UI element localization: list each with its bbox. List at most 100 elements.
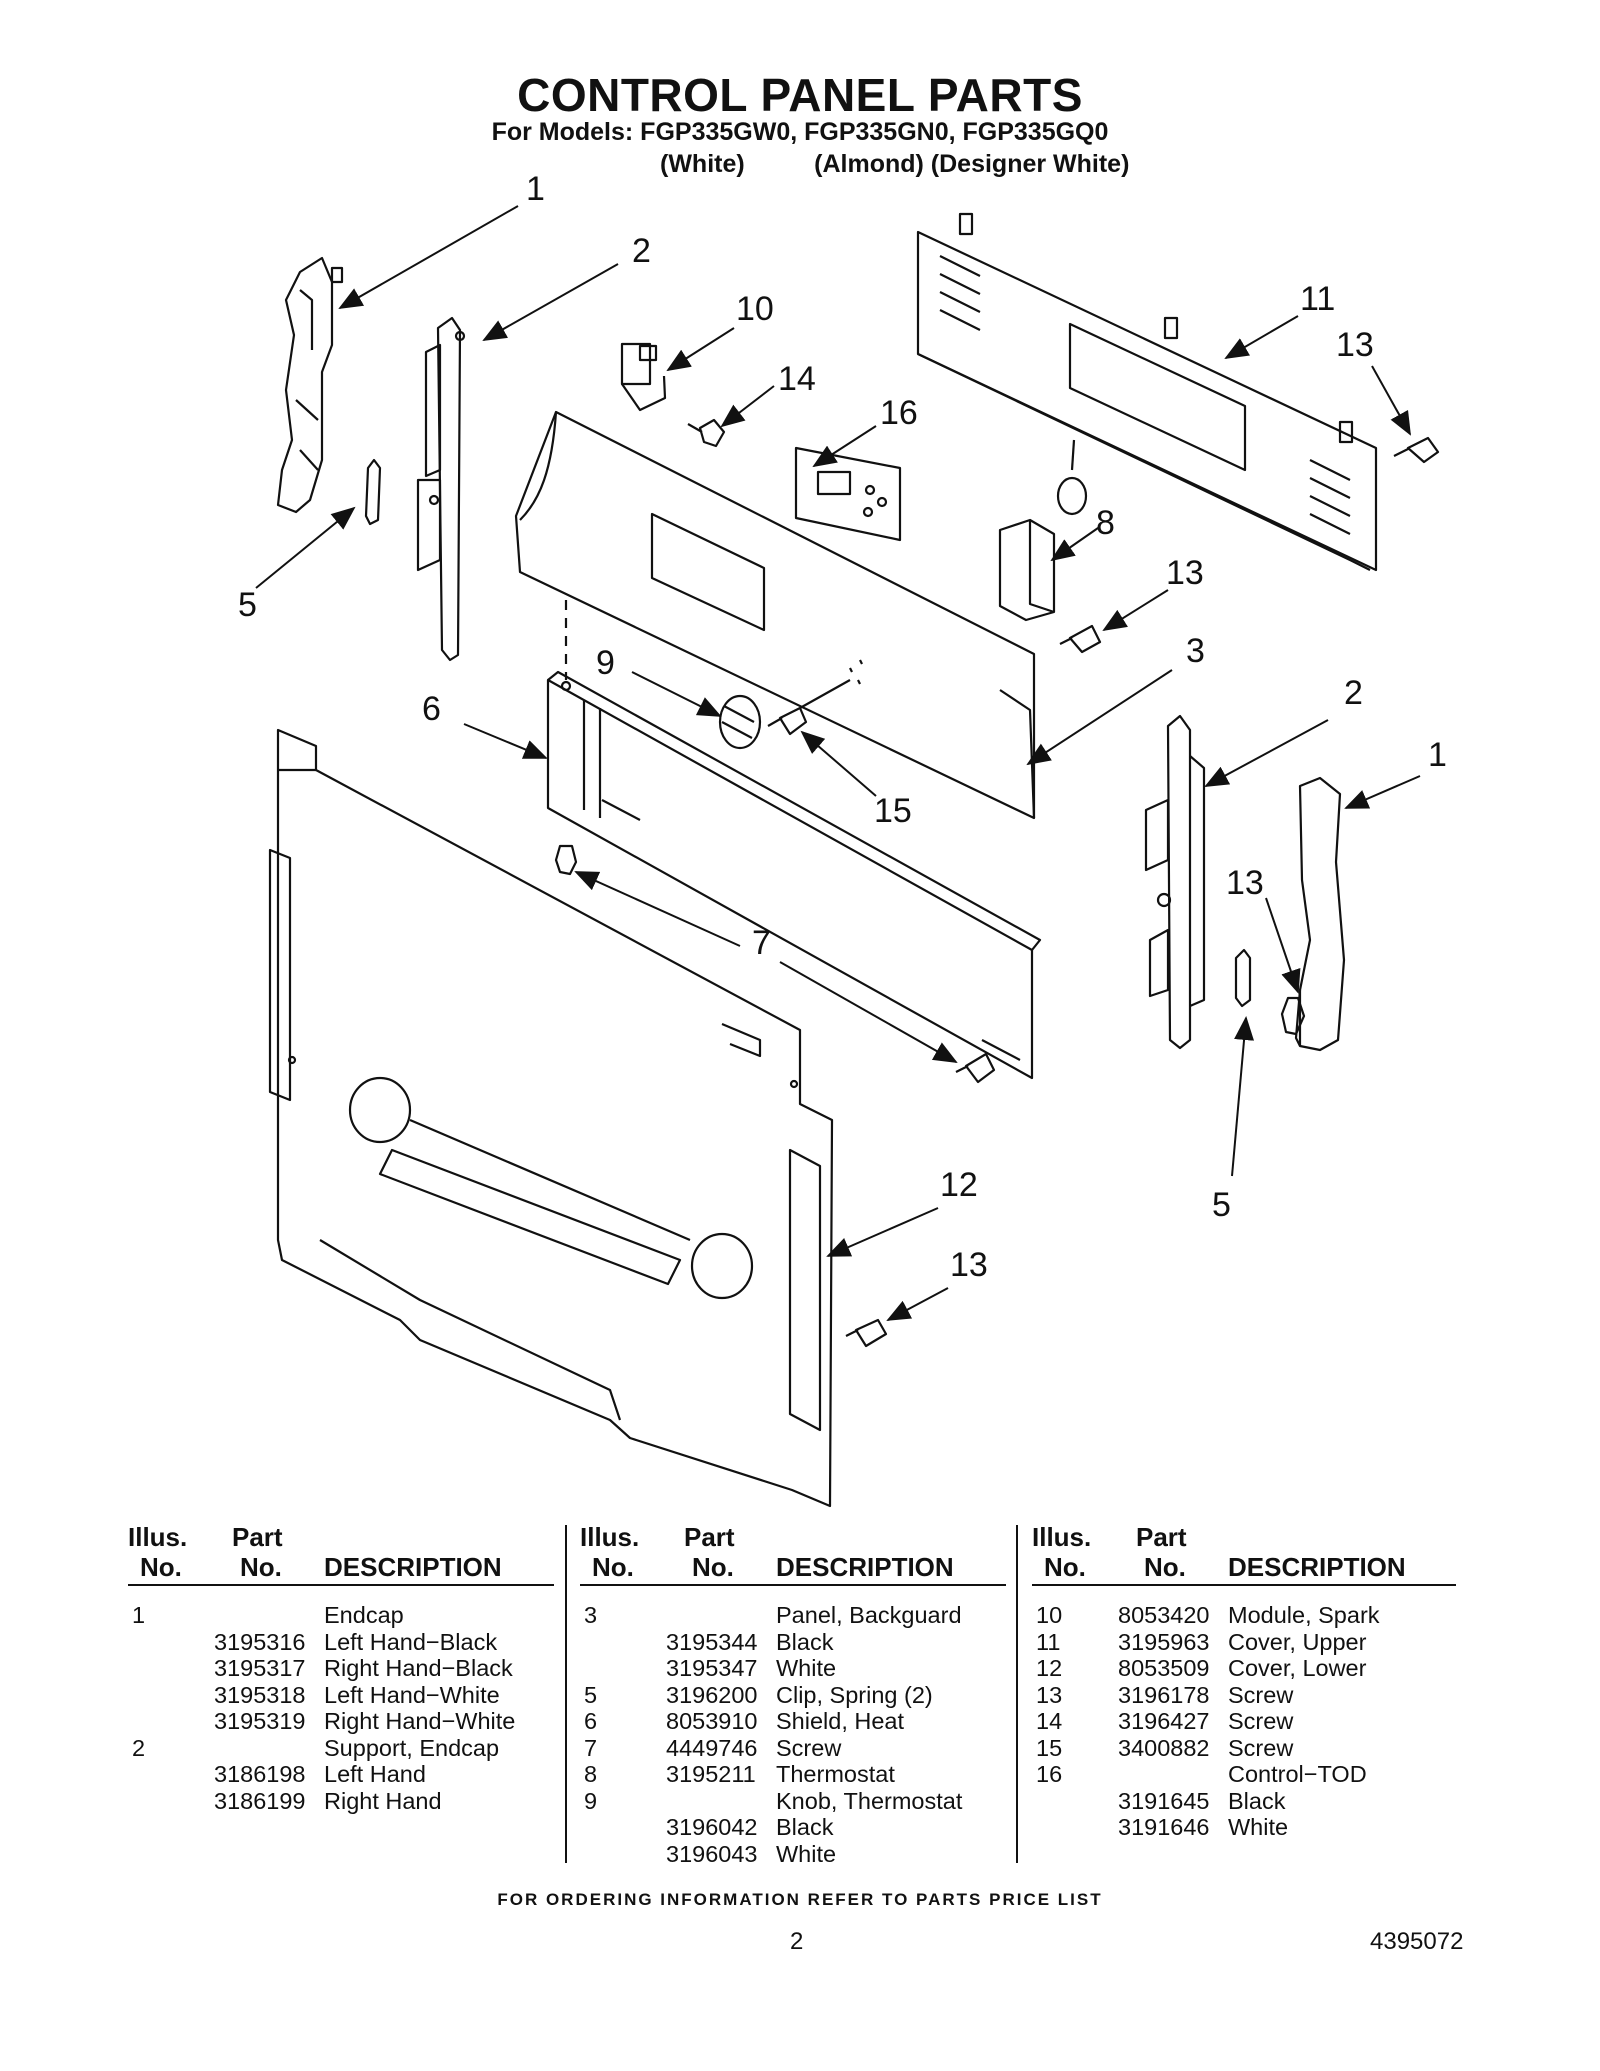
table-header: Illus. No. Part No. DESCRIPTION [128, 1522, 554, 1586]
table-row: 3 Panel, Backguard [580, 1602, 1006, 1629]
header-illus: Illus. [1032, 1522, 1092, 1552]
header-illus: Illus. [128, 1522, 188, 1552]
table-row: 10 8053420 Module, Spark [1032, 1602, 1456, 1629]
description: Support, Endcap [324, 1734, 500, 1761]
callout-12: 12 [940, 1166, 978, 1204]
illus-no: 10 [1036, 1602, 1063, 1628]
part-no: 3196427 [1118, 1708, 1210, 1734]
table-row: 3195347 White [580, 1655, 1006, 1682]
part-no: 3196042 [666, 1814, 758, 1840]
part-no: 3195963 [1118, 1628, 1210, 1655]
callout-7: 7 [752, 924, 771, 962]
header-part: Part [232, 1522, 283, 1552]
illus-no: 12 [1036, 1655, 1063, 1681]
description: Black [776, 1628, 834, 1655]
header-part: Part [1136, 1522, 1187, 1552]
description: Left Hand−White [324, 1681, 500, 1708]
part-no: 3186199 [214, 1787, 306, 1814]
exploded-parts-diagram: 1 2 10 14 16 11 13 8 13 5 3 9 6 2 1 15 1… [238, 170, 1447, 1508]
header-description: DESCRIPTION [324, 1552, 502, 1582]
description: Knob, Thermostat [776, 1787, 963, 1814]
thermostat-knob [718, 694, 762, 750]
description: Shield, Heat [776, 1708, 905, 1734]
callout-1: 1 [1428, 736, 1447, 774]
callout-16: 16 [880, 394, 918, 432]
illus-no: 15 [1036, 1734, 1063, 1761]
ordering-note: FOR ORDERING INFORMATION REFER TO PARTS … [497, 1890, 1103, 1909]
part-no: 8053509 [1118, 1655, 1210, 1681]
part-no: 8053420 [1118, 1602, 1210, 1628]
screw-13-b [1059, 624, 1102, 654]
header-illus-no: No. [140, 1552, 182, 1582]
callout-5: 5 [238, 586, 257, 624]
description: Module, Spark [1228, 1602, 1380, 1628]
description: White [1228, 1814, 1289, 1840]
description: Thermostat [776, 1761, 895, 1787]
page-title: CONTROL PANEL PARTS [517, 69, 1083, 121]
description: Right Hand−Black [324, 1655, 513, 1681]
illus-no: 11 [1036, 1628, 1061, 1655]
callout-2: 2 [1344, 674, 1363, 712]
screw-14 [687, 418, 726, 448]
cover-upper [916, 212, 1378, 572]
description: Black [1228, 1787, 1286, 1814]
header-part-no: No. [240, 1552, 282, 1582]
illus-no: 16 [1036, 1761, 1063, 1787]
illus-no: 9 [584, 1787, 598, 1814]
callout-15: 15 [874, 792, 912, 830]
part-no: 3400882 [1118, 1734, 1210, 1761]
panel-backguard [514, 410, 1036, 820]
callout-3: 3 [1186, 632, 1205, 670]
description: Right Hand [324, 1787, 442, 1814]
illus-no: 3 [584, 1602, 598, 1628]
illus-no: 6 [584, 1708, 598, 1734]
column-divider [1016, 1525, 1018, 1863]
models-line: For Models: FGP335GW0, FGP335GN0, FGP335… [491, 118, 1109, 146]
header-part: Part [684, 1522, 735, 1552]
part-no: 3191646 [1118, 1814, 1210, 1840]
clip-right [1234, 948, 1252, 1008]
screw-13-c [1280, 996, 1306, 1036]
illus-no: 2 [132, 1734, 146, 1761]
callout-8: 8 [1096, 504, 1115, 542]
part-no: 3195319 [214, 1708, 306, 1734]
part-no: 3195318 [214, 1681, 306, 1708]
callout-13: 13 [1336, 326, 1374, 364]
part-no: 3195316 [214, 1628, 306, 1655]
description: White [776, 1655, 837, 1681]
illus-no: 1 [132, 1602, 146, 1628]
screw-7-b [955, 1052, 996, 1084]
table-row: 3186199 Right Hand [128, 1788, 554, 1815]
callout-11: 11 [1300, 280, 1335, 318]
table-row: 3196042 Black [580, 1814, 1006, 1841]
document-number: 4395072 [1370, 1928, 1464, 1955]
description: Screw [776, 1734, 842, 1761]
illus-no: 14 [1036, 1708, 1063, 1734]
callout-13: 13 [950, 1246, 988, 1284]
part-no: 8053910 [666, 1708, 758, 1734]
description: Black [776, 1814, 834, 1840]
table-row: 9 Knob, Thermostat [580, 1788, 1006, 1815]
part-no: 3195347 [666, 1655, 758, 1681]
table-row: 3191646 White [1032, 1814, 1456, 1841]
description: Endcap [324, 1602, 404, 1628]
callout-13: 13 [1226, 864, 1264, 902]
callout-2: 2 [632, 232, 651, 270]
leader-lines [255, 205, 1421, 1321]
part-no: 3195344 [666, 1628, 758, 1655]
header-illus-no: No. [592, 1552, 634, 1582]
description: Panel, Backguard [776, 1602, 962, 1628]
cover-lower [268, 728, 834, 1508]
